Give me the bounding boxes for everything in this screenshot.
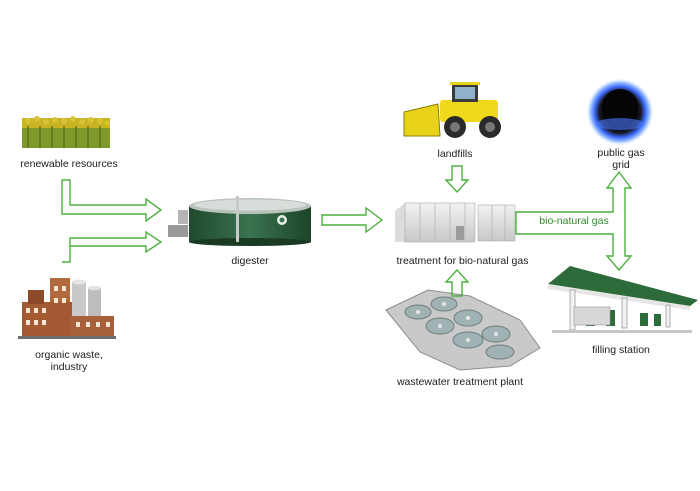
label-filling-station: filling station	[592, 344, 650, 356]
industry-building-image	[18, 278, 116, 339]
arrow-landfills-to-treatment	[444, 165, 470, 194]
arrow-treatment-to-outputs	[515, 170, 633, 272]
label-wastewater-treatment-plant: wastewater treatment plant	[396, 376, 524, 388]
filling-station-image	[548, 266, 698, 333]
digester-tank-image	[168, 196, 311, 246]
arrow-digester-to-treatment	[321, 206, 384, 234]
gas-flame-image	[586, 78, 654, 146]
arrow-waste-to-digester	[62, 230, 163, 263]
label-organic-waste: organic waste, industry	[35, 349, 103, 373]
label-landfills: landfills	[437, 148, 473, 160]
flow-arrows	[61, 165, 633, 297]
treatment-containers-image	[395, 202, 516, 243]
label-renewable-resources: renewable resources	[20, 158, 118, 170]
label-bio-natural-gas: bio-natural gas	[533, 214, 615, 228]
wastewater-plant-image	[385, 289, 541, 371]
arrow-wastewater-to-treatment	[444, 268, 470, 297]
crop-field-image	[22, 116, 110, 148]
label-treatment-for-bio-natural-gas: treatment for bio-natural gas	[396, 255, 529, 267]
label-public-gas-grid: public gas grid	[597, 147, 645, 171]
bulldozer-image	[403, 82, 501, 138]
label-digester: digester	[231, 255, 269, 267]
arrow-renewable-to-digester	[61, 179, 163, 223]
